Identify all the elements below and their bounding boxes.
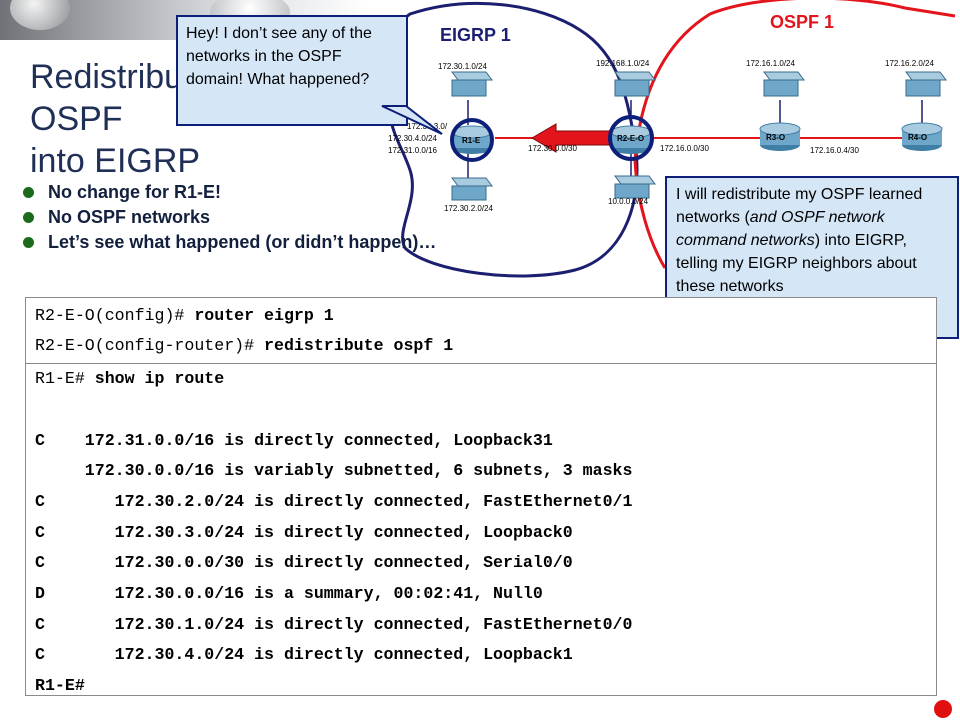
ospf-domain-boundary bbox=[633, 0, 956, 161]
network-label: 172.31.0.0/16 bbox=[388, 146, 437, 155]
router-icon-r1 bbox=[450, 118, 494, 162]
cli-divider bbox=[26, 363, 936, 364]
callout-r1-pointer bbox=[381, 105, 443, 135]
callout-r1-text: Hey! I don’t see any of the networks in … bbox=[186, 25, 372, 88]
callout-r2-text-1: I will redistribute my OSPF learned netw… bbox=[676, 186, 923, 226]
network-label: 192.168.1.0/24 bbox=[596, 59, 650, 68]
title-line-2: into EIGRP bbox=[30, 142, 201, 180]
router-label-r2: R2-E-O bbox=[617, 134, 644, 143]
bullet-item: No OSPF networks bbox=[20, 205, 436, 230]
switch-icon bbox=[451, 177, 493, 201]
config-line: R2-E-O(config-router)# redistribute ospf… bbox=[35, 336, 454, 355]
switch-icon bbox=[763, 71, 805, 97]
network-label: 10.0.0.0/24 bbox=[608, 197, 649, 206]
network-topology: EIGRP 1 OSPF 1 R1-E R2-E-O R3-O R4-O 172… bbox=[388, 0, 956, 278]
eigrp-domain-label: EIGRP 1 bbox=[440, 25, 511, 45]
network-label: 172.16.0.4/30 bbox=[810, 146, 859, 155]
network-label: 172.30.0.0/30 bbox=[528, 144, 577, 153]
callout-r2-italic: and OSPF network command networks bbox=[676, 209, 885, 249]
cli-output: R2-E-O(config)# router eigrp 1 R2-E-O(co… bbox=[25, 297, 937, 696]
route-line: C 172.30.3.0/24 is directly connected, L… bbox=[35, 523, 573, 542]
route-line: C 172.30.4.0/24 is directly connected, L… bbox=[35, 645, 573, 664]
slide-marker-dot bbox=[934, 700, 952, 718]
callout-r2-text-2: ) into EIGRP, telling my EIGRP neighbors… bbox=[676, 232, 917, 295]
switch-icon bbox=[614, 71, 656, 97]
end-prompt: R1-E# bbox=[35, 676, 85, 695]
router-icon-r3 bbox=[759, 122, 801, 151]
show-command-line: R1-E# show ip route bbox=[35, 369, 225, 388]
router-icon-r4 bbox=[901, 122, 943, 151]
network-label: 172.30.2.0/24 bbox=[444, 204, 493, 213]
switch-icon bbox=[614, 175, 656, 199]
ospf-domain-label: OSPF 1 bbox=[770, 12, 834, 32]
config-line: R2-E-O(config)# router eigrp 1 bbox=[35, 306, 334, 325]
route-line: C 172.30.0.0/30 is directly connected, S… bbox=[35, 553, 573, 572]
bullet-list: No change for R1-E! No OSPF networks Let… bbox=[20, 180, 436, 255]
callout-r1: Hey! I don’t see any of the networks in … bbox=[176, 15, 408, 126]
switch-icon bbox=[451, 71, 493, 97]
route-line: D 172.30.0.0/16 is a summary, 00:02:41, … bbox=[35, 584, 543, 603]
route-line: C 172.30.2.0/24 is directly connected, F… bbox=[35, 492, 633, 511]
switch-icon bbox=[905, 71, 947, 97]
router-label-r4: R4-O bbox=[908, 133, 927, 142]
route-line: C 172.30.1.0/24 is directly connected, F… bbox=[35, 615, 633, 634]
network-label: 172.30.1.0/24 bbox=[438, 62, 487, 71]
bullet-item: Let’s see what happened (or didn’t happe… bbox=[20, 230, 436, 255]
network-label: 172.30.4.0/24 bbox=[388, 134, 437, 143]
ospf-domain-boundary-lower bbox=[633, 159, 667, 269]
bullet-item: No change for R1-E! bbox=[20, 180, 436, 205]
route-line: C 172.31.0.0/16 is directly connected, L… bbox=[35, 431, 553, 450]
network-label: 172.16.2.0/24 bbox=[885, 59, 934, 68]
route-line: 172.30.0.0/16 is variably subnetted, 6 s… bbox=[35, 461, 633, 480]
router-label-r3: R3-O bbox=[766, 133, 785, 142]
network-label: 172.16.1.0/24 bbox=[746, 59, 795, 68]
router-icon-r2 bbox=[608, 115, 654, 161]
network-label: 172.16.0.0/30 bbox=[660, 144, 709, 153]
router-label-r1: R1-E bbox=[462, 136, 481, 145]
